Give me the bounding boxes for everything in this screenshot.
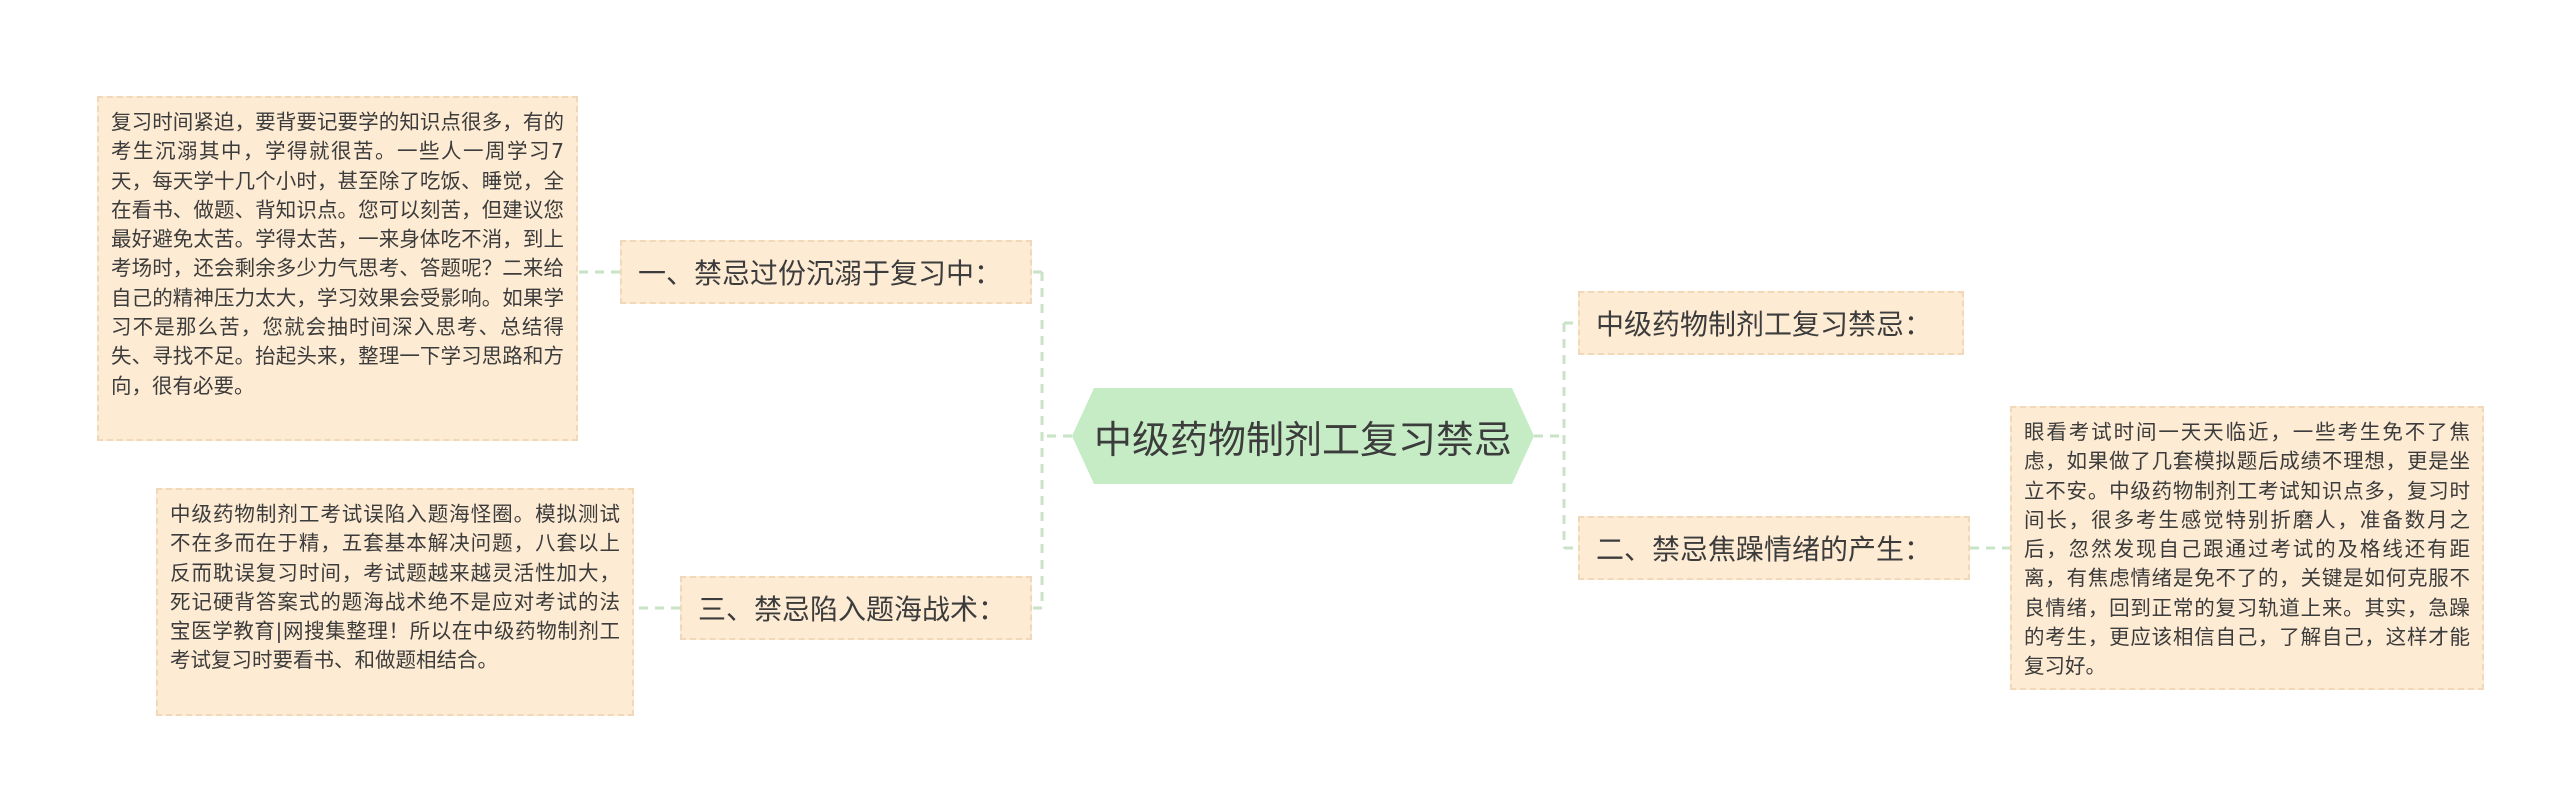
root-topic-label: 中级药物制剂工复习禁忌 [1093,417,1512,462]
branch-topic-header-label: 中级药物制剂工复习禁忌： [1596,308,1933,341]
leaf-note-3[interactable]: 中级药物制剂工考试误陷入题海怪圈。模拟测试不在多而在于精，五套基本解决问题，八套… [156,488,634,716]
connector-root-left [1032,270,1072,610]
leaf-note-1[interactable]: 复习时间紧迫，要背要记要学的知识点很多，有的考生沉溺其中，学得就很苦。一些人一周… [97,96,578,441]
branch-topic-3[interactable]: 三、禁忌陷入题海战术： [680,576,1032,640]
leaf-note-1-text: 复习时间紧迫，要背要记要学的知识点很多，有的考生沉溺其中，学得就很苦。一些人一周… [111,110,564,398]
branch-topic-1-label: 一、禁忌过份沉溺于复习中： [638,257,1003,290]
leaf-note-2[interactable]: 眼看考试时间一天天临近，一些考生免不了焦虑，如果做了几套模拟题后成绩不理想，更是… [2010,406,2484,690]
branch-topic-2[interactable]: 二、禁忌焦躁情绪的产生： [1578,516,1970,580]
branch-topic-3-label: 三、禁忌陷入题海战术： [698,593,1007,626]
leaf-note-3-text: 中级药物制剂工考试误陷入题海怪圈。模拟测试不在多而在于精，五套基本解决问题，八套… [170,502,620,673]
root-topic[interactable]: 中级药物制剂工复习禁忌 [1072,388,1534,484]
branch-topic-header[interactable]: 中级药物制剂工复习禁忌： [1578,291,1964,355]
connector-root-right [1534,321,1578,550]
branch-topic-1[interactable]: 一、禁忌过份沉溺于复习中： [620,240,1032,304]
branch-topic-2-label: 二、禁忌焦躁情绪的产生： [1596,533,1933,566]
leaf-note-2-text: 眼看考试时间一天天临近，一些考生免不了焦虑，如果做了几套模拟题后成绩不理想，更是… [2024,420,2470,679]
